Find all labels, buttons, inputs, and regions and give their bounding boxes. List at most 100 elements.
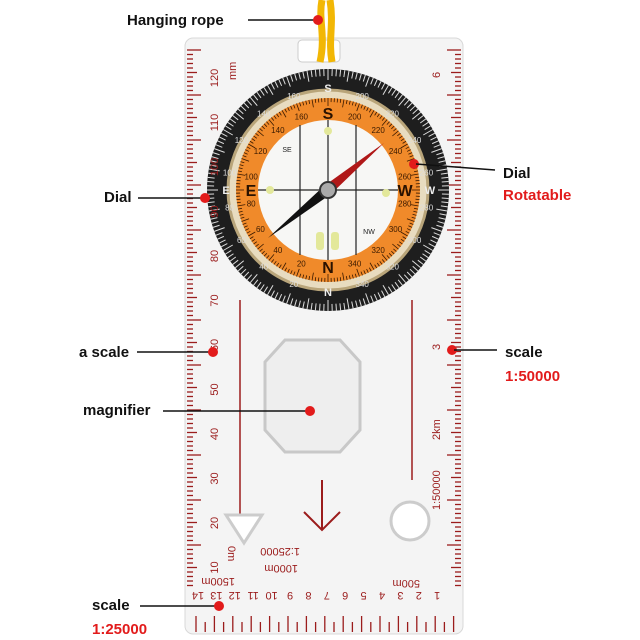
left-ruler-label: 40 [209,428,221,440]
dial-tick [392,243,399,250]
bezel-degree: 140 [257,109,271,118]
dial-tick [376,262,380,267]
bezel-tick [437,220,445,224]
dial-tick [348,275,351,280]
dial-tick [245,149,250,152]
dial-tick [408,225,413,228]
dial-tick [356,268,360,277]
dial-tick [261,125,265,130]
dial-tick [402,140,407,144]
dial-tick [276,262,280,267]
dial-tick [246,230,251,234]
bezel-tick [282,77,286,85]
dial-tick [236,176,241,179]
bezel-tick [441,176,449,179]
dial-tick [296,103,300,112]
dial-degree: 280 [398,200,412,209]
bezel-cardinal-N: N [324,287,332,299]
bezel-tick [351,301,354,309]
bezel-tick [411,111,422,120]
dial-tick [299,273,302,278]
bezel-cardinal-E: E [222,185,229,197]
bezel-degree: 120 [235,136,249,145]
annotation-dial-right: Dial Rotatable [409,159,571,204]
bezel-tick [381,82,386,90]
dial-tick [366,107,369,112]
bezel-tick [373,79,378,87]
bezel-tick [220,132,228,137]
bezel-tick [436,152,444,156]
dial-tick [369,262,375,270]
dial-tick [239,164,244,167]
bezel-tick [437,156,445,160]
bezel-tick [267,84,274,95]
bezel-tick [246,274,253,281]
bezel-tick [310,70,313,78]
bezel-tick [212,152,220,156]
dial-tick [405,146,410,150]
bezel-tick [294,73,298,81]
bezel-tick [438,160,446,163]
dial-tick [237,207,243,210]
bezel-tick [381,290,386,298]
bezel-tick [286,76,291,87]
dial-tick [255,243,259,247]
dial-cardinal-W: W [397,183,413,200]
bezel-tick [422,121,429,127]
dial-tick [266,121,270,125]
bezel-tick [406,271,413,278]
bezel-degree: 100 [223,169,237,178]
dial-tick [339,277,342,282]
right-ruler-ratio: 1:50000 [431,470,443,510]
dial-tick [240,161,245,164]
bottom-ruler-number: 6 [342,589,348,601]
bezel-tick [282,295,286,303]
bezel-tick [208,208,220,212]
bezel-tick [377,81,382,88]
bezel-tick [214,227,225,232]
dial-tick [368,267,372,272]
dial-tick [257,243,264,250]
bezel-tick [377,292,382,299]
bottom-ruler-number: 2 [416,589,422,601]
bezel-tick [274,292,279,299]
dial-tick [249,140,254,144]
dial-tick [239,213,244,216]
left-ruler-label: 110 [209,114,221,132]
bezel-tick [246,99,253,106]
svg-text:1:25000: 1:25000 [92,621,147,638]
dial-tick [273,260,277,265]
dial-cardinal-E: E [246,183,257,200]
bezel-tick [424,125,431,131]
bezel-tick [430,239,437,244]
bottom-ruler-number: 11 [247,589,258,601]
bezel-tick [208,205,216,208]
bezel-tick [267,285,274,296]
bezel-tick [215,232,223,236]
dial-tick [237,204,246,207]
left-ruler-label: 50 [209,383,221,395]
dial-degree: 240 [389,147,403,156]
bezel-tick [412,108,419,115]
bezel-tick [358,73,362,81]
bezel-tick [209,213,217,216]
bezel-tick [391,284,397,291]
svg-text:Dial: Dial [503,165,531,182]
left-ruler-label: 90 [209,205,221,217]
dial-tick [393,248,397,252]
dial-degree: 40 [273,246,282,255]
dial-tick [284,267,288,272]
dial-tick [259,248,263,252]
bezel-tick [253,94,259,101]
bezel-tick [259,89,265,96]
bezel-tick [339,303,342,311]
bezel-tick [365,293,370,304]
bezel-tick [365,76,370,87]
dial-tick [253,241,258,245]
bezel-tick [398,96,407,107]
bezel-tick [240,105,247,112]
bezel-tick [286,293,291,304]
bezel-tick [343,70,346,78]
bezel-degree: 20 [289,280,298,289]
